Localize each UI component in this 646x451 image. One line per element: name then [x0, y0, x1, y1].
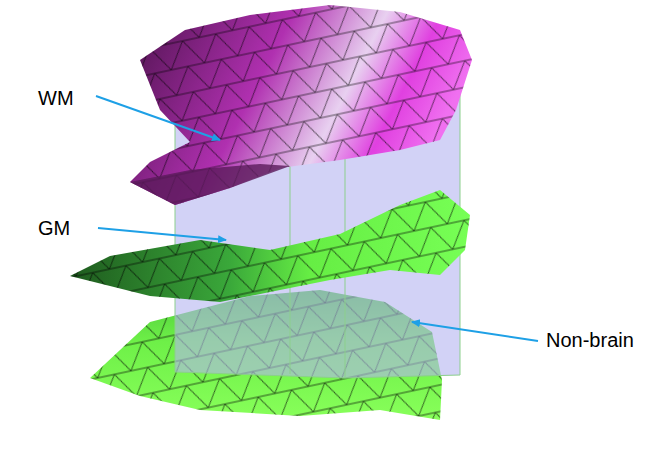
region-label: Non-brain — [546, 328, 634, 352]
region-label: GM — [38, 216, 70, 240]
region-label: WM — [38, 86, 74, 110]
leader-arrow — [98, 228, 226, 240]
leader-arrow — [412, 322, 538, 341]
leader-arrow — [96, 96, 220, 140]
